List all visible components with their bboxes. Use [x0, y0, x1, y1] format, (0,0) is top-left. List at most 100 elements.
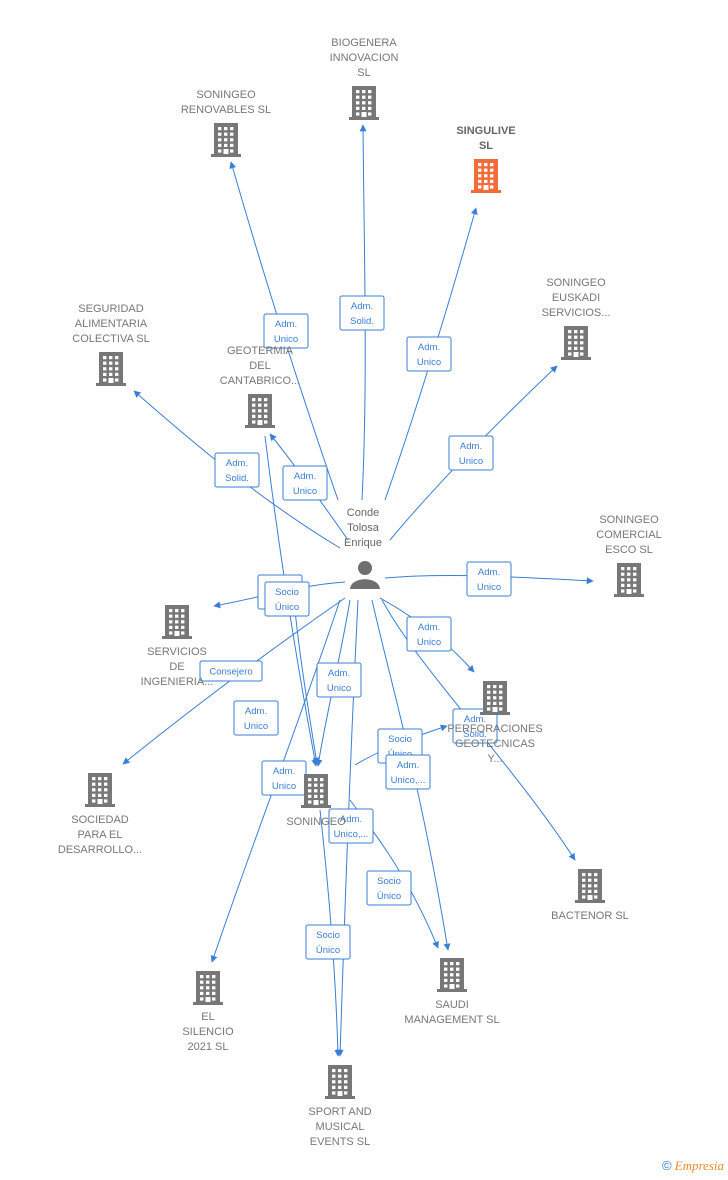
building-icon: [325, 1065, 355, 1099]
edge-label-text: Unico: [272, 781, 296, 792]
edge-label-text: Adm.: [275, 319, 297, 330]
copyright-symbol: ©: [662, 1158, 672, 1173]
edge-label-sport-musical[interactable]: Adm. Unico,...: [328, 808, 374, 844]
edge-label-text: Unico,...: [391, 775, 426, 786]
edge-label-el-silencio[interactable]: Adm. Unico: [261, 760, 307, 796]
company-node-soningeo[interactable]: SONINGEO: [286, 774, 346, 828]
company-name: MUSICAL: [316, 1121, 365, 1133]
company-name: EUSKADI: [552, 292, 600, 304]
edge-label-text: Unico: [477, 582, 501, 593]
company-name: SERVICIOS...: [542, 307, 611, 319]
edge-label-text: Adm.: [294, 471, 316, 482]
edge-label-text: Adm.: [478, 567, 500, 578]
company-node-servicios-ingenieria[interactable]: SERVICIOSDEINGENIERIA...: [141, 605, 214, 688]
edge-label-geotermia[interactable]: Adm. Unico: [282, 465, 328, 501]
company-name: BIOGENERA: [331, 37, 397, 49]
edge-label-text: Unico,...: [334, 829, 369, 840]
building-icon: [480, 681, 510, 715]
company-name: GEOTERMIA: [227, 345, 294, 357]
edge-label-text: Adm.: [245, 706, 267, 717]
edge-label-text: Adm.: [328, 668, 350, 679]
company-name: SINGULIVE: [456, 125, 515, 137]
company-name: SONINGEO: [286, 816, 346, 828]
edge-label-soningeo[interactable]: Adm. Unico: [233, 700, 279, 736]
edge-label-soningeo-euskadi[interactable]: Adm.Unico: [448, 435, 494, 471]
company-name: CANTABRICO...: [220, 375, 300, 387]
company-name: SERVICIOS: [147, 646, 207, 658]
company-name: EL: [201, 1011, 214, 1023]
company-name: PERFORACIONES: [447, 723, 542, 735]
edge-label-soningeo-renovables[interactable]: Adm. Unico: [263, 313, 309, 349]
company-name: MANAGEMENT SL: [404, 1014, 499, 1026]
edge-label-text: Adm.: [273, 766, 295, 777]
company-node-el-silencio[interactable]: EL SILENCIO 2021 SL: [182, 971, 234, 1053]
building-icon: [193, 971, 223, 1005]
edge-label-text: Unico: [459, 456, 483, 467]
company-node-saudi[interactable]: SAUDI MANAGEMENT SL: [404, 958, 500, 1026]
edge-label-text: Consejero: [209, 667, 252, 678]
company-node-soningeo-euskadi[interactable]: SONINGEO EUSKADI SERVICIOS...: [542, 277, 611, 360]
company-node-perforaciones[interactable]: PERFORACIONESGEOTECNICASY...: [447, 681, 543, 765]
edge-label-soningeo-comercial[interactable]: Adm. Unico: [466, 561, 512, 597]
edge-label-text: Socio: [275, 587, 299, 598]
company-name: ESCO SL: [605, 544, 653, 556]
company-node-bactenor[interactable]: BACTENOR SL: [551, 869, 629, 922]
company-name: DEL: [249, 360, 270, 372]
company-name: COMERCIAL: [596, 529, 661, 541]
edge-label-perforaciones[interactable]: Adm.Unico: [406, 616, 452, 652]
company-name: ALIMENTARIA: [75, 318, 148, 330]
edge-label-text: Adm.: [418, 342, 440, 353]
edge-label-text: Unico: [274, 334, 298, 345]
edge-labels-layer: Adm.Solid.Adm.UnicoAdm.UnicoAdm.UnicoAdm…: [199, 295, 512, 960]
edge-label-singulive[interactable]: Adm. Unico: [406, 336, 452, 372]
company-name: SILENCIO: [182, 1026, 234, 1038]
edge-label-soningeo[interactable]: Adm.Unico: [316, 662, 362, 698]
edge-label-text: Único: [316, 945, 340, 956]
building-icon: [614, 563, 644, 597]
company-name: SONINGEO: [546, 277, 606, 289]
edge-label-sociedad-desarrollo[interactable]: Consejero: [199, 660, 263, 682]
building-icon: [471, 159, 501, 193]
edge-label-text: Socio: [316, 930, 340, 941]
edge-label-text: Socio: [377, 876, 401, 887]
edge-label-text: Socio: [388, 734, 412, 745]
building-icon: [349, 86, 379, 120]
edge-label-text: Unico: [417, 357, 441, 368]
person-name: Conde: [347, 507, 379, 519]
building-icon: [96, 352, 126, 386]
edge-label-text: Unico: [293, 486, 317, 497]
edge-label-text: Adm.: [340, 814, 362, 825]
brand-logo[interactable]: Empresia: [674, 1158, 724, 1173]
company-name: 2021 SL: [188, 1041, 229, 1053]
edge-label-perforaciones[interactable]: Adm.Solid.: [452, 708, 498, 744]
building-icon: [437, 958, 467, 992]
company-name: SEGURIDAD: [78, 303, 143, 315]
edge-label-text: Único: [377, 891, 401, 902]
copyright: ©Empresia: [662, 1158, 724, 1174]
edge-label-text: Unico: [244, 721, 268, 732]
building-icon: [561, 326, 591, 360]
company-name: SL: [357, 67, 370, 79]
edge-label-biogenera[interactable]: Adm.Solid.: [339, 295, 385, 331]
building-icon: [162, 605, 192, 639]
edge-label-seguridad-alimentaria[interactable]: Adm.Solid.: [214, 452, 260, 488]
building-icon: [211, 123, 241, 157]
company-name: SAUDI: [435, 999, 469, 1011]
edge-label-bactenor[interactable]: Adm. Unico,...: [385, 754, 431, 790]
edge-label-text: Adm.: [397, 760, 419, 771]
company-node-geotermia[interactable]: GEOTERMIA DEL CANTABRICO...: [220, 345, 300, 428]
person-name: Enrique: [344, 537, 382, 549]
building-icon: [575, 869, 605, 903]
